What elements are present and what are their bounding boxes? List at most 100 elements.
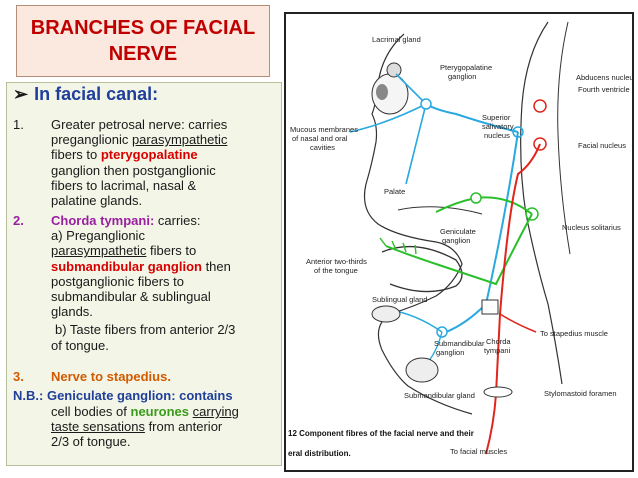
tongue-outline: [381, 246, 463, 293]
label-pterygopalatine: Pterygopalatine: [440, 63, 492, 72]
geniculate-ganglion-icon: [470, 192, 482, 204]
label-mucous-1: Mucous membranes: [290, 125, 358, 134]
text-line: fibers to pterygopalatine: [51, 147, 277, 162]
list-item-text: Chorda tympani: carries: a) Preganglioni…: [51, 213, 277, 353]
label-submandibular-ganglion: Submandibular: [434, 339, 485, 348]
text-line: glands.: [51, 304, 93, 320]
text-line: taste sensations from anterior: [51, 419, 277, 434]
text-line: Greater petrosal nerve: carries: [51, 117, 228, 132]
facial-nerve-diagram: Lacrimal gland Pterygopalatine ganglion …: [284, 12, 634, 472]
submandibular-gland-icon: [405, 357, 439, 383]
label-stapedius: To stapedius muscle: [540, 329, 608, 338]
ventricle-outline: [557, 21, 571, 255]
list-number: 3.: [13, 369, 24, 384]
head-outline: [363, 33, 473, 415]
label-stylomastoid: Stylomastoid foramen: [544, 389, 617, 398]
text-span: fibers to: [146, 243, 197, 259]
label-superior: Superior: [482, 113, 511, 122]
stapedius-branch: [499, 313, 537, 333]
slide-title-line-1: BRANCHES OF FACIAL: [30, 17, 256, 39]
text-span: fibers to: [51, 147, 101, 163]
lacrimal-gland-icon: [386, 62, 402, 78]
label-sublingual-gland: Sublingual gland: [372, 295, 427, 304]
text-line: b) Taste fibers from anterior 2/3: [55, 322, 236, 338]
label-lacrimal-gland: Lacrimal gland: [372, 35, 421, 44]
abducens-nucleus-icon: [533, 99, 547, 113]
pterygopalatine-ganglion-icon: [420, 98, 432, 110]
greater-petrosal-nerve: [425, 103, 519, 133]
text-line: of tongue.: [51, 337, 109, 353]
text-line: cell bodies of neurones carrying: [51, 404, 277, 419]
list-item-text: Nerve to stapedius.: [51, 369, 171, 384]
slide-title: BRANCHES OF FACIAL NERVE: [31, 15, 255, 67]
label-tongue: of the tongue: [314, 266, 358, 275]
text-line: 2/3 of tongue.: [51, 434, 131, 450]
label-mucous-3: cavities: [310, 143, 335, 152]
text-span: taste sensations: [51, 419, 145, 435]
label-anterior: Anterior two-thirds: [306, 257, 367, 266]
arrow-bullet-icon: ➢: [13, 84, 29, 104]
label-submandibular-gland: Submandibular gland: [404, 391, 475, 400]
stylomastoid-box: [481, 299, 499, 315]
label-submandibular-ganglion-2: ganglion: [436, 348, 464, 357]
text-span: carrying: [192, 404, 239, 419]
geniculate-fibre: [435, 196, 533, 215]
label-geniculate-2: ganglion: [442, 236, 470, 245]
highlight-term: pterygopalatine: [100, 147, 198, 163]
label-facial-nucleus: Facial nucleus: [578, 141, 626, 150]
text-span: parasympathetic: [131, 132, 228, 148]
list-number: 1.: [13, 117, 24, 132]
text-line: preganglionic parasympathetic: [51, 132, 277, 147]
chorda-tympani-parasympathetic: [445, 131, 519, 333]
text-panel: ➢In facial canal: 1. Greater petrosal ne…: [6, 82, 282, 466]
highlight-term: Chorda tympani:: [51, 213, 155, 228]
section-heading-text: In facial canal:: [34, 84, 159, 104]
label-mucous-2: of nasal and oral: [292, 134, 348, 143]
label-chorda: Chorda: [486, 337, 511, 346]
text-line: fibers to lacrimal, nasal &: [51, 177, 197, 193]
palatine-branch: [405, 103, 427, 185]
stylomastoid-foramen-icon: [483, 386, 513, 398]
section-heading: ➢In facial canal:: [13, 84, 159, 104]
list-item-text: Greater petrosal nerve: carries pregangl…: [51, 117, 277, 208]
highlight-term: neurones: [130, 404, 190, 419]
facial-motor-fibre: [485, 143, 541, 455]
slide-title-box: BRANCHES OF FACIAL NERVE: [16, 5, 270, 77]
slide-title-line-2: NERVE: [108, 43, 178, 65]
label-nucleus-solitarius: Nucleus solitarius: [562, 223, 621, 232]
label-facial-muscles: To facial muscles: [450, 447, 507, 456]
nb-prefix: N.B.:: [13, 388, 44, 403]
sublingual-gland-icon: [371, 305, 401, 323]
label-tympani: tympani: [484, 346, 511, 355]
highlight-term: Geniculate ganglion: contains: [43, 388, 233, 403]
taste-fibre: [385, 213, 533, 286]
label-palate: Palate: [384, 187, 405, 196]
diagram-illustration: Lacrimal gland Pterygopalatine ganglion …: [288, 21, 632, 458]
text-line: a) Preganglionic: [51, 228, 145, 244]
label-salivatory: salivatory: [482, 122, 514, 131]
text-span: carries:: [154, 213, 201, 228]
text-span: parasympathetic: [51, 243, 147, 259]
facial-nucleus-icon: [533, 137, 547, 151]
highlight-term: submandibular ganglion: [51, 258, 202, 274]
text-line: palatine glands.: [51, 193, 143, 209]
pupil-icon: [376, 84, 388, 100]
taste-receptor-icons: [379, 237, 417, 255]
text-line: parasympathetic fibers to: [51, 243, 277, 258]
label-pterygopalatine-2: ganglion: [448, 72, 476, 81]
text-line: submandibular ganglion then: [51, 259, 277, 274]
nucleus-solitarius-icon: [525, 207, 539, 221]
label-nucleus: nucleus: [484, 131, 510, 140]
text-line: submandibular & sublingual: [51, 289, 211, 305]
text-span: preganglionic: [51, 132, 132, 148]
palate-outline: [397, 206, 483, 215]
figure-caption-2: eral distribution.: [288, 449, 351, 458]
list-number: 2.: [13, 213, 24, 228]
nb-text: cell bodies of neurones carrying taste s…: [51, 404, 277, 450]
text-line: ganglion then postganglionic: [51, 162, 216, 178]
text-line: Chorda tympani: carries:: [51, 213, 277, 228]
text-span: then: [201, 258, 231, 274]
label-abducens: Abducens nucleus: [576, 73, 632, 82]
figure-caption-1: 12 Component fibres of the facial nerve …: [288, 429, 474, 438]
text-span: cell bodies of: [51, 404, 131, 419]
